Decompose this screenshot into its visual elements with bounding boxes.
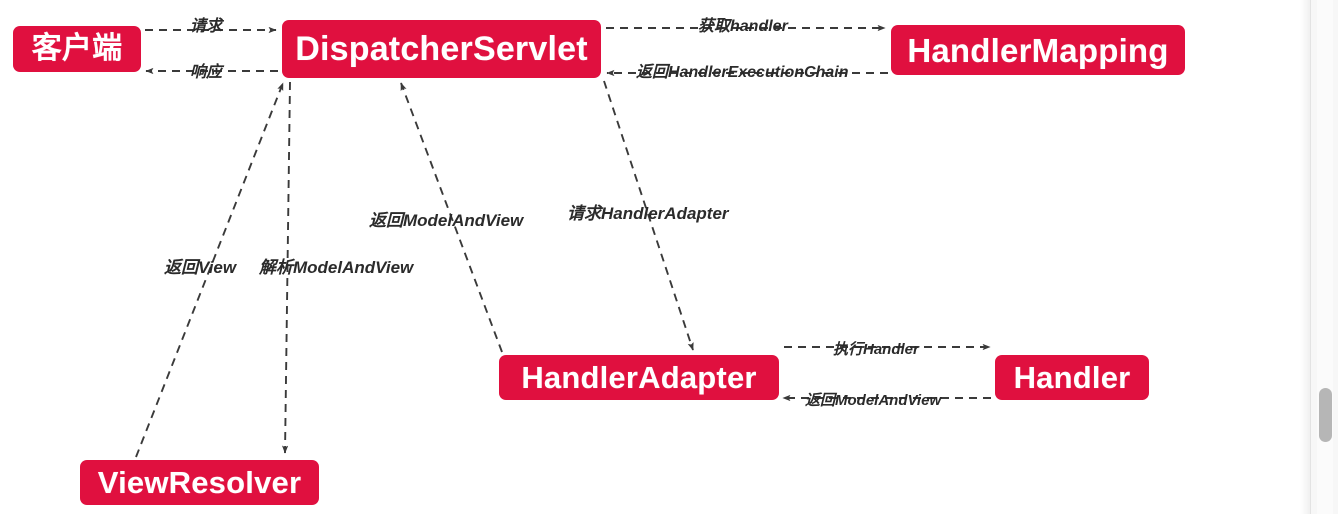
scrollbar-track[interactable] [1317,0,1333,514]
node-client-label: 客户端 [31,32,123,65]
edge-label-return-model-and-view: 返回ModelAndView [369,211,524,230]
node-view-resolver-label: ViewResolver [97,465,302,500]
scrollbar-thumb[interactable] [1319,388,1332,442]
node-handler-label: Handler [1013,360,1131,395]
node-view-resolver[interactable]: ViewResolver [80,460,319,505]
edge-label-response: 响应 [190,64,223,81]
edge-label-request-handler-adapter: 请求HandlerAdapter [567,204,729,223]
diagram-content: 客户端 DispatcherServlet HandlerMapping Han… [13,18,1185,505]
node-client[interactable]: 客户端 [13,26,141,72]
edge-label-execute-handler: 执行Handler [833,341,919,358]
node-dispatcher-servlet[interactable]: DispatcherServlet [282,20,601,78]
edge-label-handler-execution-chain: 返回HandlerExecutionChain [636,64,849,81]
node-dispatcher-servlet-label: DispatcherServlet [295,30,588,68]
node-handler-mapping-label: HandlerMapping [907,31,1169,69]
edge-label-return-model-and-view-2: 返回ModelAndView [805,392,942,409]
node-handler-adapter[interactable]: HandlerAdapter [499,355,779,400]
edge-label-get-handler: 获取handler [698,18,788,35]
vertical-scrollbar[interactable] [1310,0,1338,514]
edge-label-return-view: 返回View [164,258,237,277]
node-handler[interactable]: Handler [995,355,1149,400]
edge-label-request: 请求 [190,18,223,35]
node-handler-mapping[interactable]: HandlerMapping [891,25,1185,75]
node-handler-adapter-label: HandlerAdapter [521,360,757,395]
edge-label-parse-model-and-view: 解析ModelAndView [259,258,414,277]
